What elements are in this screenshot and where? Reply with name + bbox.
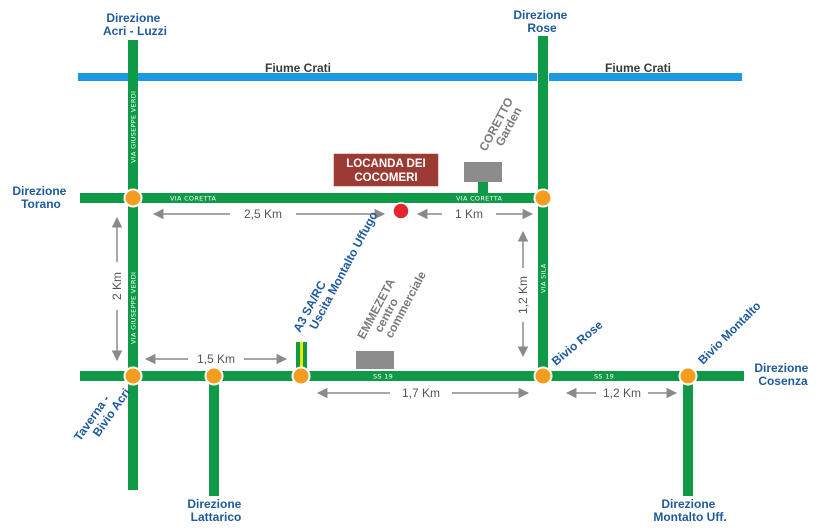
road-label-ss19-center: SS 19	[373, 373, 393, 381]
distance-label-ss19-east: 1,2 Km	[603, 386, 641, 400]
place-bivio-rose: Bivio Rose	[549, 318, 606, 369]
junction-lattarico	[204, 366, 224, 386]
via-coretta-road	[80, 193, 550, 203]
road-label-via-coretta-west: VIA CORETTA	[170, 195, 216, 203]
road-label-via-verdi-north: VIA GIUSEPPE VERDI	[130, 91, 138, 163]
direction-montalto-uff: Direzione Montalto Uff.	[653, 497, 726, 524]
coretto-building	[464, 162, 502, 182]
poi-label-emmezeta: EMMEZETA centro commerciale	[354, 257, 429, 352]
direction-torano: Direzione Torano	[12, 184, 69, 211]
junction-bivio-rose	[533, 366, 553, 386]
hotel-label[interactable]: LOCANDA DEI COCOMERI	[332, 152, 440, 188]
junctions	[123, 188, 698, 386]
river-label-right: Fiume Crati	[605, 61, 671, 75]
distance-label-coretta-east: 1 Km	[455, 207, 483, 221]
road-to-montalto	[683, 376, 693, 496]
direction-rose: Direzione Rose	[513, 8, 570, 35]
direction-cosenza: Direzione Cosenza	[754, 361, 811, 388]
via-giuseppe-verdi-road	[128, 40, 138, 490]
motorway-exit-marker	[296, 342, 307, 372]
direction-acri-luzzi: Direzione Acri - Luzzi	[103, 11, 167, 38]
distance-label-coretta-west: 2,5 Km	[244, 207, 282, 221]
place-taverna-bivio-acri: Taverna - Bivio Acri	[71, 378, 133, 451]
junction-taverna	[123, 366, 143, 386]
road-network	[80, 36, 744, 496]
junction-bivio-montalto	[678, 366, 698, 386]
coretto-access-road	[478, 180, 488, 196]
river-label-left: Fiume Crati	[265, 61, 331, 75]
place-bivio-montalto: Bivio Montalto	[695, 299, 763, 367]
road-label-ss19-east: SS 19	[594, 373, 614, 381]
junction-exit	[291, 366, 311, 386]
distance-label-ss19-west: 1,5 Km	[197, 352, 235, 366]
distance-label-verdi-vertical: 2 Km	[110, 272, 124, 300]
distance-label-sila-vertical: 1,2 Km	[516, 276, 530, 314]
poi-label-coretto: CORETTO Garden	[476, 92, 528, 159]
road-to-lattarico	[209, 376, 219, 496]
junction-verdi-coretta	[123, 188, 143, 208]
ss19-road	[80, 371, 744, 381]
distance-arrows	[111, 208, 678, 399]
road-label-via-coretta-east: VIA CORETTA	[456, 195, 502, 203]
distance-label-ss19-center: 1,7 Km	[402, 386, 440, 400]
road-label-via-verdi-south: VIA GIUSEPPE VERDI	[130, 272, 138, 344]
hotel-location-marker[interactable]	[392, 202, 410, 220]
direction-lattarico: Direzione Lattarico	[187, 497, 244, 524]
hotel-name-line2: COCOMERI	[354, 172, 417, 184]
junction-sila-coretta	[533, 188, 553, 208]
road-label-via-sila: VIA SILA	[540, 263, 548, 293]
emmezeta-building	[356, 351, 394, 369]
hotel-name-line1: LOCANDA DEI	[346, 158, 425, 170]
